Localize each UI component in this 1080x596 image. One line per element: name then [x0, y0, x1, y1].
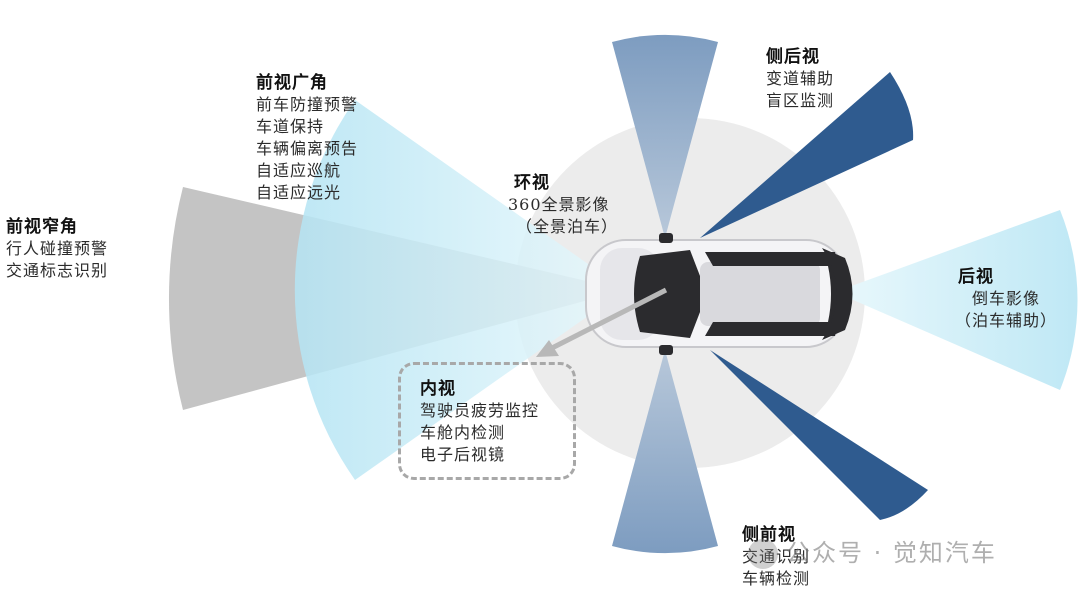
interior-label: 内视 驾驶员疲劳监控 车舱内检测 电子后视镜: [420, 378, 539, 466]
car-top-view: [585, 233, 853, 355]
side-rear-line-1: 变道辅助: [766, 69, 835, 88]
interior-label-box: [398, 362, 576, 480]
side-rear-title: 侧后视: [766, 47, 820, 67]
side-front-label: 侧前视 交通识别 车辆检测: [742, 524, 810, 590]
rear-title: 后视: [958, 267, 994, 287]
side-rear-line-2: 盲区监测: [766, 91, 835, 110]
side-top-fov: [612, 34, 718, 239]
side-front-title: 侧前视: [742, 525, 796, 545]
front-wide-line-1: 前车防撞预警: [256, 95, 359, 114]
wechat-icon: [748, 539, 778, 569]
side-front-line-2: 车辆检测: [742, 569, 811, 588]
front-wide-label: 前视广角 前车防撞预警 车道保持 车辆偏离预告 自适应巡航 自适应远光: [256, 72, 358, 204]
rear-label: 后视 倒车影像 （泊车辅助）: [950, 266, 1062, 332]
interior-line-2: 车舱内检测: [420, 423, 506, 442]
interior-title: 内视: [420, 379, 456, 399]
surround-title: 环视: [514, 173, 550, 193]
surround-line-2: （全景泊车）: [516, 217, 619, 236]
interior-line-3: 电子后视镜: [420, 445, 506, 464]
front-wide-line-4: 自适应巡航: [256, 161, 342, 180]
watermark: 公众号 · 觉知汽车: [748, 533, 997, 569]
interior-line-1: 驾驶员疲劳监控: [420, 401, 540, 420]
side-rear-top-fov: [700, 72, 914, 238]
side-rear-label: 侧后视 变道辅助 盲区监测: [766, 46, 834, 112]
surround-line-1: 360全景影像: [508, 195, 610, 214]
watermark-text: 公众号 · 觉知汽车: [786, 539, 997, 567]
side-bottom-fov: [612, 350, 718, 554]
front-wide-line-2: 车道保持: [256, 117, 325, 136]
front-wide-title: 前视广角: [256, 73, 328, 93]
front-wide-fov: [294, 100, 625, 480]
front-narrow-label: 前视窄角 行人碰撞预警 交通标志识别: [6, 216, 108, 282]
front-narrow-title: 前视窄角: [6, 217, 78, 237]
side-front-line-1: 交通识别: [742, 547, 811, 566]
interior-arrow: [536, 287, 668, 357]
front-narrow-line-2: 交通标志识别: [6, 261, 109, 280]
rear-line-1: 倒车影像: [971, 289, 1040, 308]
front-narrow-line-1: 行人碰撞预警: [6, 239, 109, 258]
front-wide-line-3: 车辆偏离预告: [256, 139, 359, 158]
surround-label: 环视 360全景影像 （全景泊车）: [508, 172, 618, 238]
rear-fov: [835, 210, 1078, 390]
rear-line-2: （泊车辅助）: [954, 311, 1057, 330]
side-rear-bottom-fov: [710, 350, 928, 520]
front-wide-line-5: 自适应远光: [256, 183, 342, 202]
